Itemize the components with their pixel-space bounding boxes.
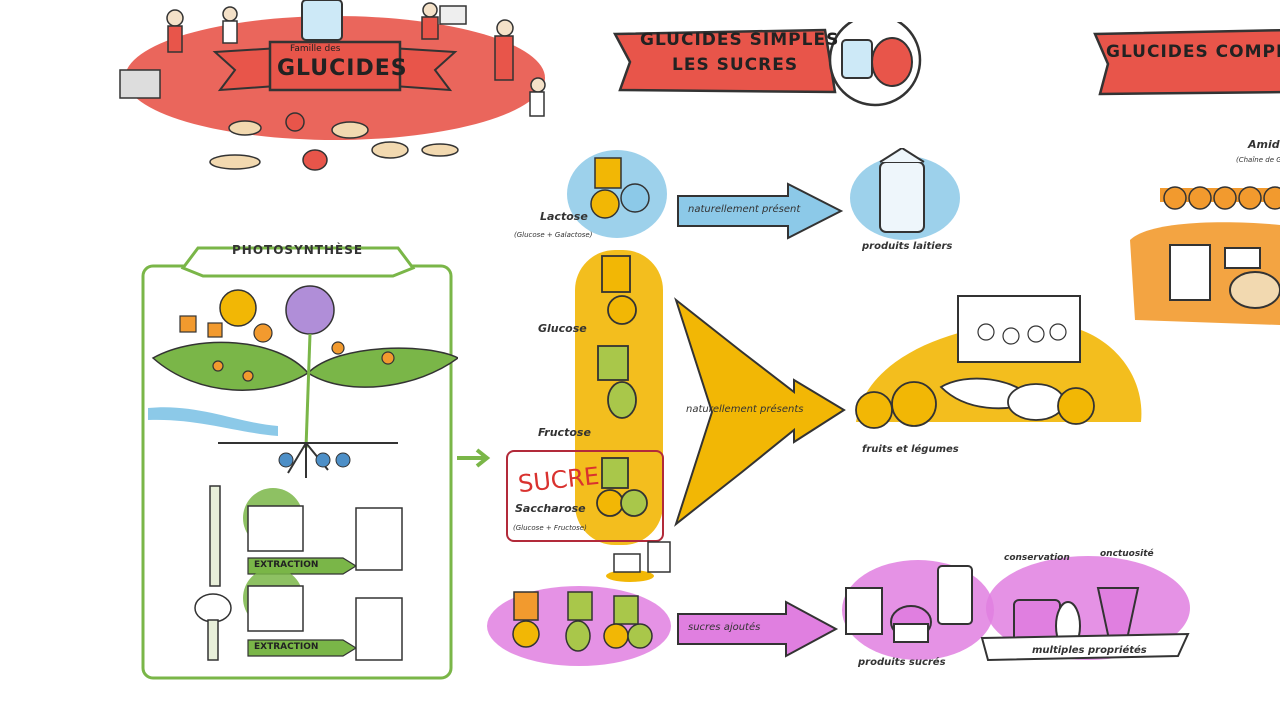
sucre-box xyxy=(506,450,664,542)
arrow-ajoutes-label: sucres ajoutés xyxy=(688,622,761,633)
arrow-lait-label: naturellement présent xyxy=(688,204,801,215)
conservation-label: conservation xyxy=(1004,553,1070,563)
amidon-label: Amidon xyxy=(1248,138,1280,151)
fruits-legumes-illustration xyxy=(846,292,1146,452)
arrow-ajoutes xyxy=(676,600,840,658)
coffee-cups-illustration xyxy=(600,536,680,586)
arrow-right-icon xyxy=(455,446,495,470)
yellow-column-molecules xyxy=(570,248,670,548)
glucides-title: GLUCIDES xyxy=(277,56,408,81)
photosynthese-panel xyxy=(138,238,458,690)
extraction-label-2: EXTRACTION xyxy=(254,642,319,652)
produits-sucres-label: produits sucrés xyxy=(858,657,946,668)
famille-glucides-illustration xyxy=(110,0,560,180)
produits-laitiers-illustration xyxy=(840,148,970,248)
onctuosite-label: onctuosité xyxy=(1100,549,1154,559)
lactose-label: Lactose xyxy=(540,210,588,223)
arrow-fruits xyxy=(672,296,848,528)
multiples-proprietes-label: multiples propriétés xyxy=(1032,645,1147,656)
fruits-legumes-label: fruits et légumes xyxy=(862,444,959,455)
produits-laitiers-label: produits laitiers xyxy=(862,241,953,252)
arrow-fruits-label: naturellement présents xyxy=(686,404,804,415)
glucides-simples-title: GLUCIDES SIMPLES xyxy=(640,30,840,50)
saccharose-sublabel: (Glucose + Fructose) xyxy=(513,524,587,532)
glucose-label: Glucose xyxy=(538,322,587,335)
arrow-lait xyxy=(676,182,844,240)
lactose-molecule xyxy=(565,148,670,240)
saccharose-label: Saccharose xyxy=(515,502,586,515)
lactose-sublabel: (Glucose + Galactose) xyxy=(514,231,593,239)
amidon-sublabel: (Chaîne de Glucose) xyxy=(1236,156,1280,164)
fructose-label: Fructose xyxy=(538,426,591,439)
les-sucres-subtitle: LES SUCRES xyxy=(672,55,799,75)
multiples-proprietes-illustration xyxy=(978,548,1192,672)
produits-sucres-illustration xyxy=(836,552,996,662)
amidon-illustration xyxy=(1130,130,1280,330)
glucides-complexes-title: GLUCIDES COMPLEXES xyxy=(1106,42,1280,62)
sucres-ajoutes-molecules xyxy=(486,582,672,668)
famille-label: Famille des xyxy=(290,44,341,54)
glucides-complexes-banner xyxy=(1090,24,1280,100)
photosynthese-title: PHOTOSYNTHÈSE xyxy=(232,243,364,257)
extraction-label-1: EXTRACTION xyxy=(254,560,319,570)
glucides-simples-banner xyxy=(610,22,930,112)
